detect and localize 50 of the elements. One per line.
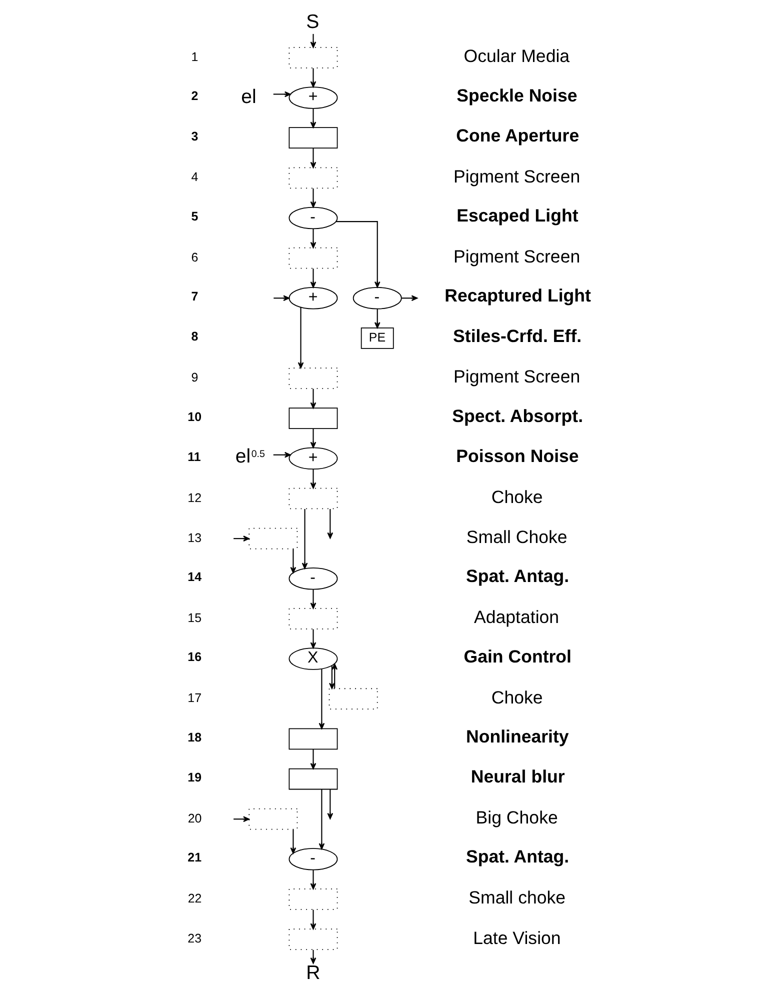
label: 11 — [188, 450, 201, 464]
node-text: el$^{0.5}$ — [235, 446, 265, 468]
label: 13 — [188, 530, 202, 545]
node-text: S — [306, 10, 320, 33]
label: 4 — [191, 170, 198, 184]
label: Choke — [491, 486, 543, 507]
label: 19 — [188, 770, 202, 784]
label: 3 — [191, 129, 198, 144]
label: Recaptured Light — [444, 286, 591, 306]
label: Spect. Absorpt. — [452, 406, 584, 426]
label: 10 — [188, 410, 202, 424]
label: Neural blur — [470, 766, 565, 787]
label: Nonlinearity — [466, 726, 569, 746]
label: Big Choke — [476, 808, 558, 828]
label: 1 — [191, 50, 198, 64]
label: 21 — [188, 850, 202, 865]
label: Late Vision — [473, 928, 561, 948]
label: 7 — [191, 290, 198, 304]
node-text: R — [306, 962, 320, 984]
label: Spat. Antag. — [466, 566, 570, 586]
label: Small Choke — [466, 527, 568, 548]
label: Speckle Noise — [456, 85, 578, 106]
label: Spat. Antag. — [466, 846, 570, 867]
label: 22 — [188, 892, 202, 906]
label: Adaptation — [474, 607, 560, 628]
label: 18 — [188, 730, 202, 744]
label: 20 — [188, 811, 202, 826]
label: Escaped Light — [456, 206, 578, 226]
label: 15 — [188, 611, 202, 626]
label: 5 — [191, 209, 198, 224]
label: Cone Aperture — [456, 125, 580, 146]
label: 16 — [188, 650, 202, 664]
label: 23 — [188, 932, 202, 946]
label: Small choke — [468, 888, 566, 908]
label: Stiles-Crfd. Eff. — [453, 326, 582, 346]
node-text: el — [241, 86, 256, 108]
label: Choke — [491, 687, 543, 708]
label: 17 — [188, 691, 202, 706]
label: Poisson Noise — [456, 446, 579, 466]
label: 2 — [191, 89, 198, 104]
label: 9 — [191, 370, 198, 385]
label: Gain Control — [464, 646, 572, 666]
label: 12 — [188, 490, 202, 505]
label: Ocular Media — [464, 46, 570, 66]
label: Pigment Screen — [454, 166, 580, 186]
label: Pigment Screen — [454, 246, 580, 267]
label: Pigment Screen — [454, 366, 580, 387]
label: 6 — [191, 250, 198, 264]
label: 8 — [191, 330, 198, 344]
label: 14 — [188, 570, 202, 584]
